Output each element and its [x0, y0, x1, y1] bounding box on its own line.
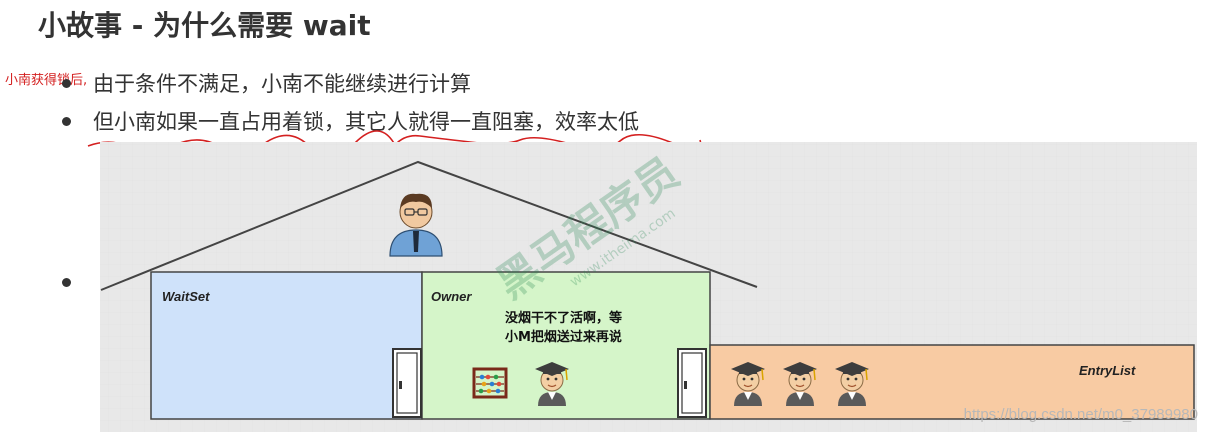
bullet-dot	[62, 78, 71, 88]
owner-label: Owner	[431, 289, 472, 304]
speech-line-1: 没烟干不了活啊，等	[505, 310, 622, 326]
owner-region	[421, 271, 711, 420]
bullet-text-2: 但小南如果一直占用着锁，其它人就得一直阻塞，效率太低	[93, 110, 639, 134]
speech-line-2: 小M把烟送过来再说	[505, 329, 622, 345]
bullet-dot	[62, 116, 71, 126]
bullet-item-2: 但小南如果一直占用着锁，其它人就得一直阻塞，效率太低	[62, 106, 639, 136]
bullet-text-1: 由于条件不满足，小南不能继续进行计算	[93, 72, 471, 96]
waitset-region	[150, 271, 423, 420]
bullet-item-3	[62, 278, 93, 287]
person-icon	[389, 193, 443, 257]
bullet-dot	[62, 278, 71, 287]
waitset-label: WaitSet	[162, 289, 210, 304]
page-title: 小故事 - 为什么需要 wait	[38, 9, 371, 42]
door-icon	[392, 348, 422, 418]
watermark-url: https://blog.csdn.net/m0_37989980	[963, 406, 1198, 423]
bullet-item-1: 由于条件不满足，小南不能继续进行计算	[62, 68, 471, 98]
entrylist-label: EntryList	[1079, 363, 1136, 378]
door-icon	[677, 348, 707, 418]
roof	[100, 160, 758, 291]
abacus-icon	[472, 367, 508, 399]
